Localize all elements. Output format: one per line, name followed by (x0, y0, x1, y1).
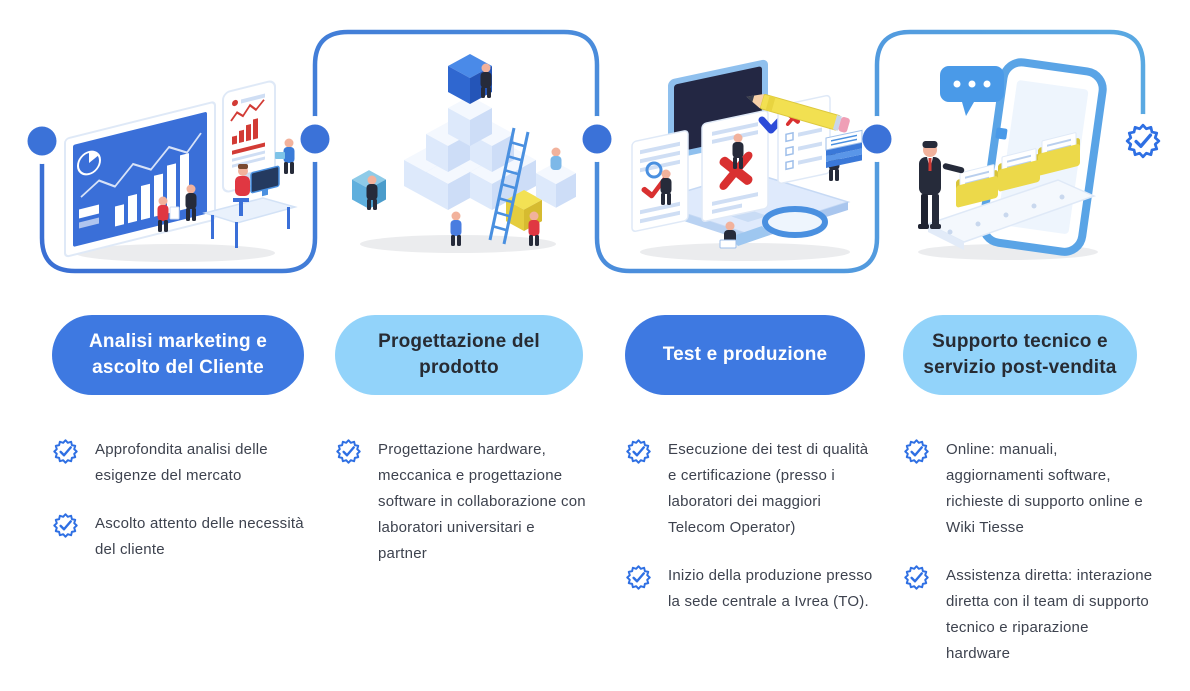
step-column-2: Progettazione del prodotto Progettazione… (335, 315, 587, 589)
step-bullets-3: Esecuzione dei test di qualità e certifi… (625, 437, 873, 615)
step-column-4: Supporto tecnico e servizio post-vendita… (903, 315, 1155, 689)
node-dot-2 (292, 116, 338, 162)
bullet-item: Assistenza diretta: interazione diretta … (903, 563, 1155, 667)
check-seal-icon (52, 512, 79, 539)
step-column-3: Test e produzione Esecuzione dei test di… (625, 315, 873, 637)
bullet-text: Approfondita analisi delle esigenze del … (95, 441, 268, 484)
node-dot-3 (574, 116, 620, 162)
step-title-pill-2: Progettazione del prodotto (335, 315, 583, 395)
builder-top (480, 63, 492, 98)
person-suit (185, 184, 197, 221)
check-seal-icon (903, 438, 930, 465)
support-agent (918, 141, 965, 229)
check-seal-icon (903, 564, 930, 591)
builder-left (366, 175, 378, 210)
check-seal-icon (625, 438, 652, 465)
bullet-item: Online: manuali, aggiornamenti software,… (903, 437, 1155, 541)
bullet-text: Esecuzione dei test di qualità e certifi… (668, 441, 869, 536)
bullet-text: Progettazione hardware, meccanica e prog… (378, 441, 586, 562)
builder-sitting (550, 147, 562, 170)
bullet-item: Progettazione hardware, meccanica e prog… (335, 437, 587, 567)
tester-magnifier (645, 161, 672, 205)
step-title-pill-1: Analisi marketing e ascolto del Cliente (52, 315, 304, 395)
bullet-item: Inizio della produzione presso la sede c… (625, 563, 873, 615)
step-bullets-1: Approfondita analisi delle esigenze del … (52, 437, 306, 563)
support-illustration (898, 46, 1130, 264)
node-dot-1 (19, 118, 65, 164)
testing-illustration (610, 50, 874, 264)
person-at-desk (233, 164, 250, 216)
person-laptop (275, 138, 295, 174)
node-dot-4 (854, 116, 900, 162)
tester-sitting (719, 221, 737, 249)
bullet-text: Inizio della produzione presso la sede c… (668, 567, 873, 610)
check-seal-icon (52, 438, 79, 465)
giant-pencil (746, 93, 850, 133)
builder-carrying (528, 211, 540, 246)
person-clipboard (157, 196, 180, 232)
bullet-item: Esecuzione dei test di qualità e certifi… (625, 437, 873, 541)
bullet-item: Ascolto attento delle necessità del clie… (52, 511, 306, 563)
builder-center (450, 211, 462, 246)
product-design-illustration (338, 44, 580, 258)
check-seal-icon (625, 564, 652, 591)
step-title-pill-4: Supporto tecnico e servizio post-vendita (903, 315, 1137, 395)
flow-connector (19, 29, 1170, 274)
chat-bubble-icon (940, 66, 1008, 140)
step-bullets-2: Progettazione hardware, meccanica e prog… (335, 437, 587, 567)
step-bullets-4: Online: manuali, aggiornamenti software,… (903, 437, 1155, 667)
bullet-text: Ascolto attento delle necessità del clie… (95, 515, 304, 558)
step-title-pill-3: Test e produzione (625, 315, 865, 395)
bullet-text: Online: manuali, aggiornamenti software,… (946, 441, 1143, 536)
bullet-text: Assistenza diretta: interazione diretta … (946, 567, 1153, 662)
check-seal-icon (335, 438, 362, 465)
tester-center (732, 133, 744, 169)
step-column-1: Analisi marketing e ascolto del Cliente … (52, 315, 306, 585)
verified-seal-icon (1116, 114, 1170, 168)
bullet-item: Approfondita analisi delle esigenze del … (52, 437, 306, 489)
marketing-analysis-illustration (55, 55, 305, 267)
